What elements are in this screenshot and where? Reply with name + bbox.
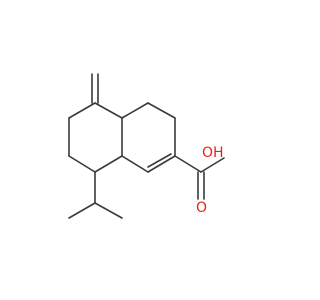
bond	[174, 155, 202, 173]
bond	[147, 153, 172, 168]
carboxylic-acid-group	[174, 155, 225, 200]
bond	[200, 157, 225, 173]
bond	[94, 102, 123, 119]
ring-right	[121, 102, 176, 173]
molecule-drawing	[68, 73, 225, 219]
structure-canvas: OH O	[68, 73, 225, 219]
carbonyl-oxygen-label: O	[196, 200, 208, 216]
bond	[94, 202, 123, 219]
methylene-group	[91, 73, 99, 104]
hydroxyl-label: OH	[202, 145, 224, 161]
bond	[68, 102, 96, 119]
bond	[68, 155, 96, 173]
bond	[121, 102, 149, 119]
ring-left	[68, 102, 123, 173]
bond	[121, 155, 149, 173]
bond	[147, 102, 176, 119]
isopropyl-group	[68, 171, 123, 219]
bond	[94, 155, 123, 173]
bond	[147, 155, 176, 173]
bond	[68, 202, 96, 219]
